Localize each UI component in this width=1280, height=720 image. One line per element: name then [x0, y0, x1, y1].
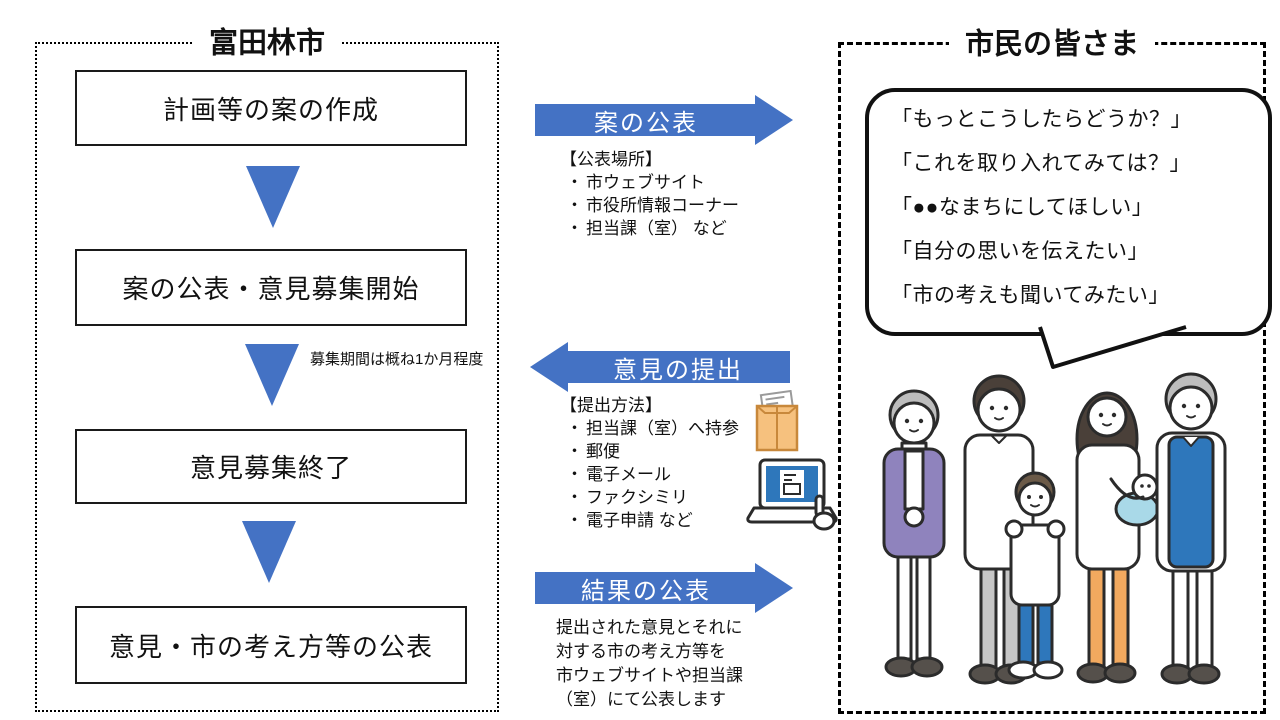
list-item: ・担当課（室） など	[566, 219, 727, 238]
list-item: ・電子メール	[566, 465, 671, 484]
list-item: ・ファクシミリ	[566, 488, 688, 507]
step-label: 意見募集終了	[189, 453, 352, 483]
citizens-panel-title: 市民の皆さま	[948, 20, 1156, 63]
city-panel-title: 富田林市	[192, 19, 342, 62]
publish-locations-list: ・市ウェブサイト ・市役所情報コーナー ・担当課（室） など	[560, 171, 739, 240]
step-label: 案の公表・意見募集開始	[122, 274, 420, 304]
publish-arrow-right-icon: 案の公表	[535, 95, 793, 145]
arrow-head-icon	[530, 342, 568, 392]
result-description: 提出された意見とそれに 対する市の考え方等を 市ウェブサイトや担当課 （室）にて…	[556, 618, 743, 709]
step-box-draft-creation: 計画等の案の作成	[75, 70, 467, 146]
list-item: ・郵便	[566, 442, 620, 461]
bubble-line: 「市の考えも聞いてみたい」	[891, 284, 1170, 307]
step-label: 計画等の案の作成	[162, 94, 379, 125]
step-box-results-publication: 意見・市の考え方等の公表	[75, 606, 467, 684]
bubble-line: 「自分の思いを伝えたい」	[891, 240, 1149, 263]
person-father	[963, 374, 1035, 685]
person-grandmother	[882, 389, 946, 678]
person-grandfather	[1155, 372, 1227, 685]
submit-methods-heading: 【提出方法】	[560, 396, 662, 415]
publish-locations-block: 【公表場所】 ・市ウェブサイト ・市役所情報コーナー ・担当課（室） など	[560, 148, 739, 240]
publish-arrow-label: 案の公表	[594, 109, 698, 137]
arrow-head-icon	[755, 563, 793, 613]
submit-arrow-label: 意見の提出	[613, 356, 743, 384]
envelope-icon	[755, 390, 799, 452]
down-arrow-icon	[242, 521, 296, 583]
submit-methods-block: 【提出方法】 ・担当課（室）へ持参 ・郵便 ・電子メール ・ファクシミリ ・電子…	[560, 394, 739, 532]
step-box-publish-and-start: 案の公表・意見募集開始	[75, 249, 467, 326]
step-box-collection-end: 意見募集終了	[75, 429, 467, 504]
arrow-head-icon	[755, 95, 793, 145]
step-label: 意見・市の考え方等の公表	[108, 631, 433, 662]
city-panel: 富田林市 計画等の案の作成 案の公表・意見募集開始 募集期間は概ね1か月程度 意…	[35, 19, 499, 712]
speech-bubble-tail-icon	[1038, 325, 1187, 369]
period-note: 募集期間は概ね1か月程度	[310, 351, 484, 368]
bubble-line: 「もっとこうしたらどうか？」	[891, 108, 1192, 131]
bubble-line: 「これを取り入れてみては？」	[891, 152, 1191, 175]
person-mother-with-baby	[1075, 391, 1160, 684]
person-boy	[1004, 471, 1066, 680]
laptop-icon	[746, 458, 838, 531]
down-arrow-icon	[245, 344, 299, 406]
list-item: ・担当課（室）へ持参	[566, 419, 739, 438]
result-arrow-label: 結果の公表	[581, 577, 711, 605]
speech-bubble: 「もっとこうしたらどうか？」 「これを取り入れてみては？」 「●●なまちにしてほ…	[865, 88, 1272, 336]
submit-arrow-left-icon: 意見の提出	[530, 342, 790, 392]
submit-methods-list: ・担当課（室）へ持参 ・郵便 ・電子メール ・ファクシミリ ・電子申請 など	[560, 417, 739, 532]
family-illustration	[882, 372, 1227, 685]
list-item: ・電子申請 など	[566, 511, 693, 530]
list-item: ・市ウェブサイト	[566, 173, 705, 192]
citizens-panel: 市民の皆さま 「もっとこうしたらどうか？」 「これを取り入れてみては？」 「●●…	[838, 20, 1272, 714]
publish-locations-heading: 【公表場所】	[560, 150, 662, 169]
bubble-line: 「●●なまちにしてほしい」	[891, 196, 1154, 219]
down-arrow-icon	[246, 166, 300, 228]
list-item: ・市役所情報コーナー	[566, 196, 739, 215]
result-arrow-right-icon: 結果の公表	[535, 563, 793, 613]
